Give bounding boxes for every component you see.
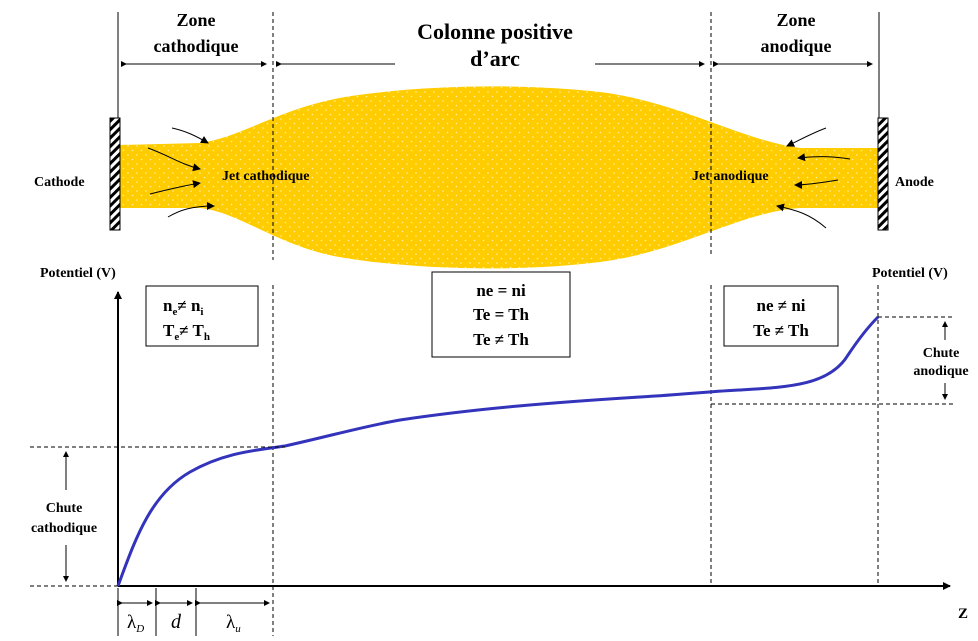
anode-zone-label-1: Zone [776, 10, 815, 30]
anode-label: Anode [895, 175, 934, 190]
svg-text:ne = ni: ne = ni [476, 281, 526, 300]
y-axis-label-left: Potentiel (V) [40, 266, 116, 281]
lambda-d-label: λD [127, 612, 144, 635]
anode-zone-label-2: anodique [760, 36, 831, 56]
cathode-zone-label-1: Zone [176, 10, 215, 30]
anode-drop-label-2: anodique [913, 364, 968, 379]
svg-text:ne≠ ni: ne≠ ni [163, 296, 203, 318]
cathode-zone-label-2: cathodique [153, 36, 238, 56]
svg-text:ne ≠ ni: ne ≠ ni [756, 296, 805, 315]
cathode-drop-label-2: cathodique [31, 521, 97, 536]
arc-column-label-2: d’arc [470, 46, 520, 71]
svg-text:Te≠ Th: Te≠ Th [163, 321, 210, 343]
anode-conditions-box: ne ≠ ni Te ≠ Th [724, 286, 838, 346]
arc-column-label-1: Colonne positive [417, 19, 573, 44]
d-label: d [171, 611, 182, 633]
cathode-jet-label: Jet cathodique [222, 169, 310, 184]
svg-text:Te ≠ Th: Te ≠ Th [753, 321, 809, 340]
column-conditions-box: ne = ni Te = Th Te ≠ Th [432, 272, 570, 357]
anode-electrode [878, 118, 888, 230]
anode-drop-label-1: Chute [923, 346, 960, 361]
anode-jet-label: Jet anodique [692, 169, 769, 184]
svg-text:Te = Th: Te = Th [473, 305, 530, 324]
lambda-u-label: λu [226, 612, 241, 635]
y-axis-label-right: Potentiel (V) [872, 266, 948, 281]
svg-text:Te ≠ Th: Te ≠ Th [473, 330, 529, 349]
cathode-drop-label-1: Chute [46, 501, 83, 516]
x-axis-label: Z [958, 606, 968, 622]
cathode-electrode [110, 118, 120, 230]
cathode-conditions-box: ne≠ ni Te≠ Th [146, 286, 258, 346]
cathode-label: Cathode [34, 175, 85, 190]
